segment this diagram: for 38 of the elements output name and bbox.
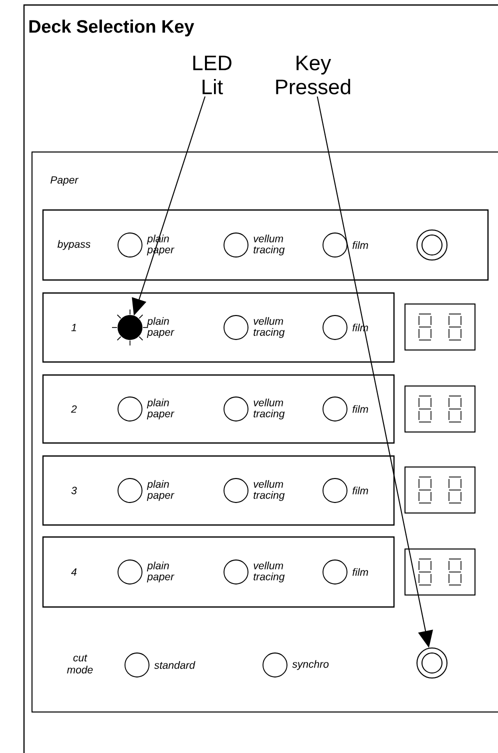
led-label: vellum tracing [254, 398, 285, 420]
led-light [322, 315, 348, 340]
row-label: cut mode [67, 654, 93, 674]
led-light [118, 560, 142, 584]
led-light [118, 232, 142, 258]
led-light [112, 309, 148, 346]
led-label: film [352, 486, 368, 494]
led-label: vellum tracing [254, 562, 285, 582]
led-light [224, 315, 248, 340]
led-label: standard [154, 661, 196, 669]
led-label: vellum tracing [254, 480, 285, 501]
led-label: plain paper [146, 398, 174, 420]
callout-text: Key Pressed [276, 56, 350, 94]
led-light [118, 478, 142, 503]
led-light [224, 232, 248, 258]
led-light [118, 396, 142, 422]
led-label: vellum tracing [254, 234, 285, 256]
led-light [224, 396, 248, 422]
led-light [262, 652, 288, 678]
led-label: film [352, 405, 368, 413]
led-light [322, 560, 348, 584]
led-label: film [352, 568, 368, 576]
led-label: synchro [292, 660, 329, 670]
led-label: vellum tracing [254, 317, 285, 338]
led-label: plain paper [146, 562, 174, 582]
led-light [322, 232, 348, 258]
led-light [224, 560, 248, 584]
led-light [322, 478, 348, 503]
led-light [224, 478, 248, 503]
led-light [124, 652, 150, 678]
key-button [416, 648, 448, 678]
led-label: film [352, 241, 368, 249]
led-label: plain paper [146, 317, 174, 338]
key-button [416, 230, 448, 260]
led-label: plain paper [146, 480, 174, 501]
led-light [322, 396, 348, 422]
title: Deck Selection Key [29, 20, 194, 36]
callout-text: LED Lit [193, 56, 232, 94]
